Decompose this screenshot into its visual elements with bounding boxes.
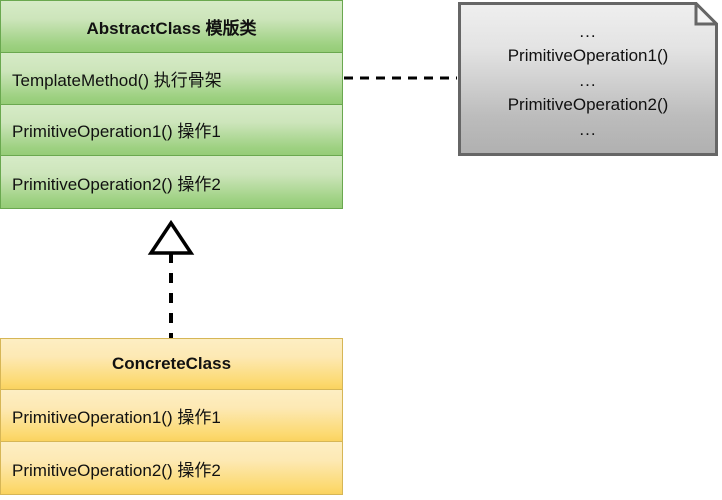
note-line-2: ...	[579, 70, 597, 90]
concrete-class-method-primitive-operation-1[interactable]: PrimitiveOperation1() 操作1	[1, 390, 342, 442]
note-text-content: ... PrimitiveOperation1() ... PrimitiveO…	[458, 2, 718, 156]
abstract-class-method-primitive-operation-2[interactable]: PrimitiveOperation2() 操作2	[1, 156, 342, 208]
concrete-class-method-primitive-operation-2[interactable]: PrimitiveOperation2() 操作2	[1, 442, 342, 494]
note-line-4: ...	[579, 119, 597, 139]
abstract-class-title: AbstractClass 模版类	[1, 1, 342, 53]
hollow-triangle-arrowhead	[147, 219, 195, 255]
concrete-class-box[interactable]: ConcreteClass PrimitiveOperation1() 操作1 …	[0, 338, 343, 495]
note-line-1: PrimitiveOperation1()	[507, 46, 669, 65]
note-line-0: ...	[579, 21, 597, 41]
abstract-class-method-template-method[interactable]: TemplateMethod() 执行骨架	[1, 52, 342, 105]
abstract-class-method-primitive-operation-1[interactable]: PrimitiveOperation1() 操作1	[1, 104, 342, 157]
note-body	[458, 2, 718, 156]
note-line-3: PrimitiveOperation2()	[507, 95, 669, 114]
note-shape	[458, 2, 718, 156]
abstract-class-box[interactable]: AbstractClass 模版类 TemplateMethod() 执行骨架 …	[0, 0, 343, 209]
note-folded-corner-icon	[694, 2, 718, 26]
note-box[interactable]: ... PrimitiveOperation1() ... PrimitiveO…	[458, 2, 718, 156]
concrete-class-title: ConcreteClass	[1, 339, 342, 390]
